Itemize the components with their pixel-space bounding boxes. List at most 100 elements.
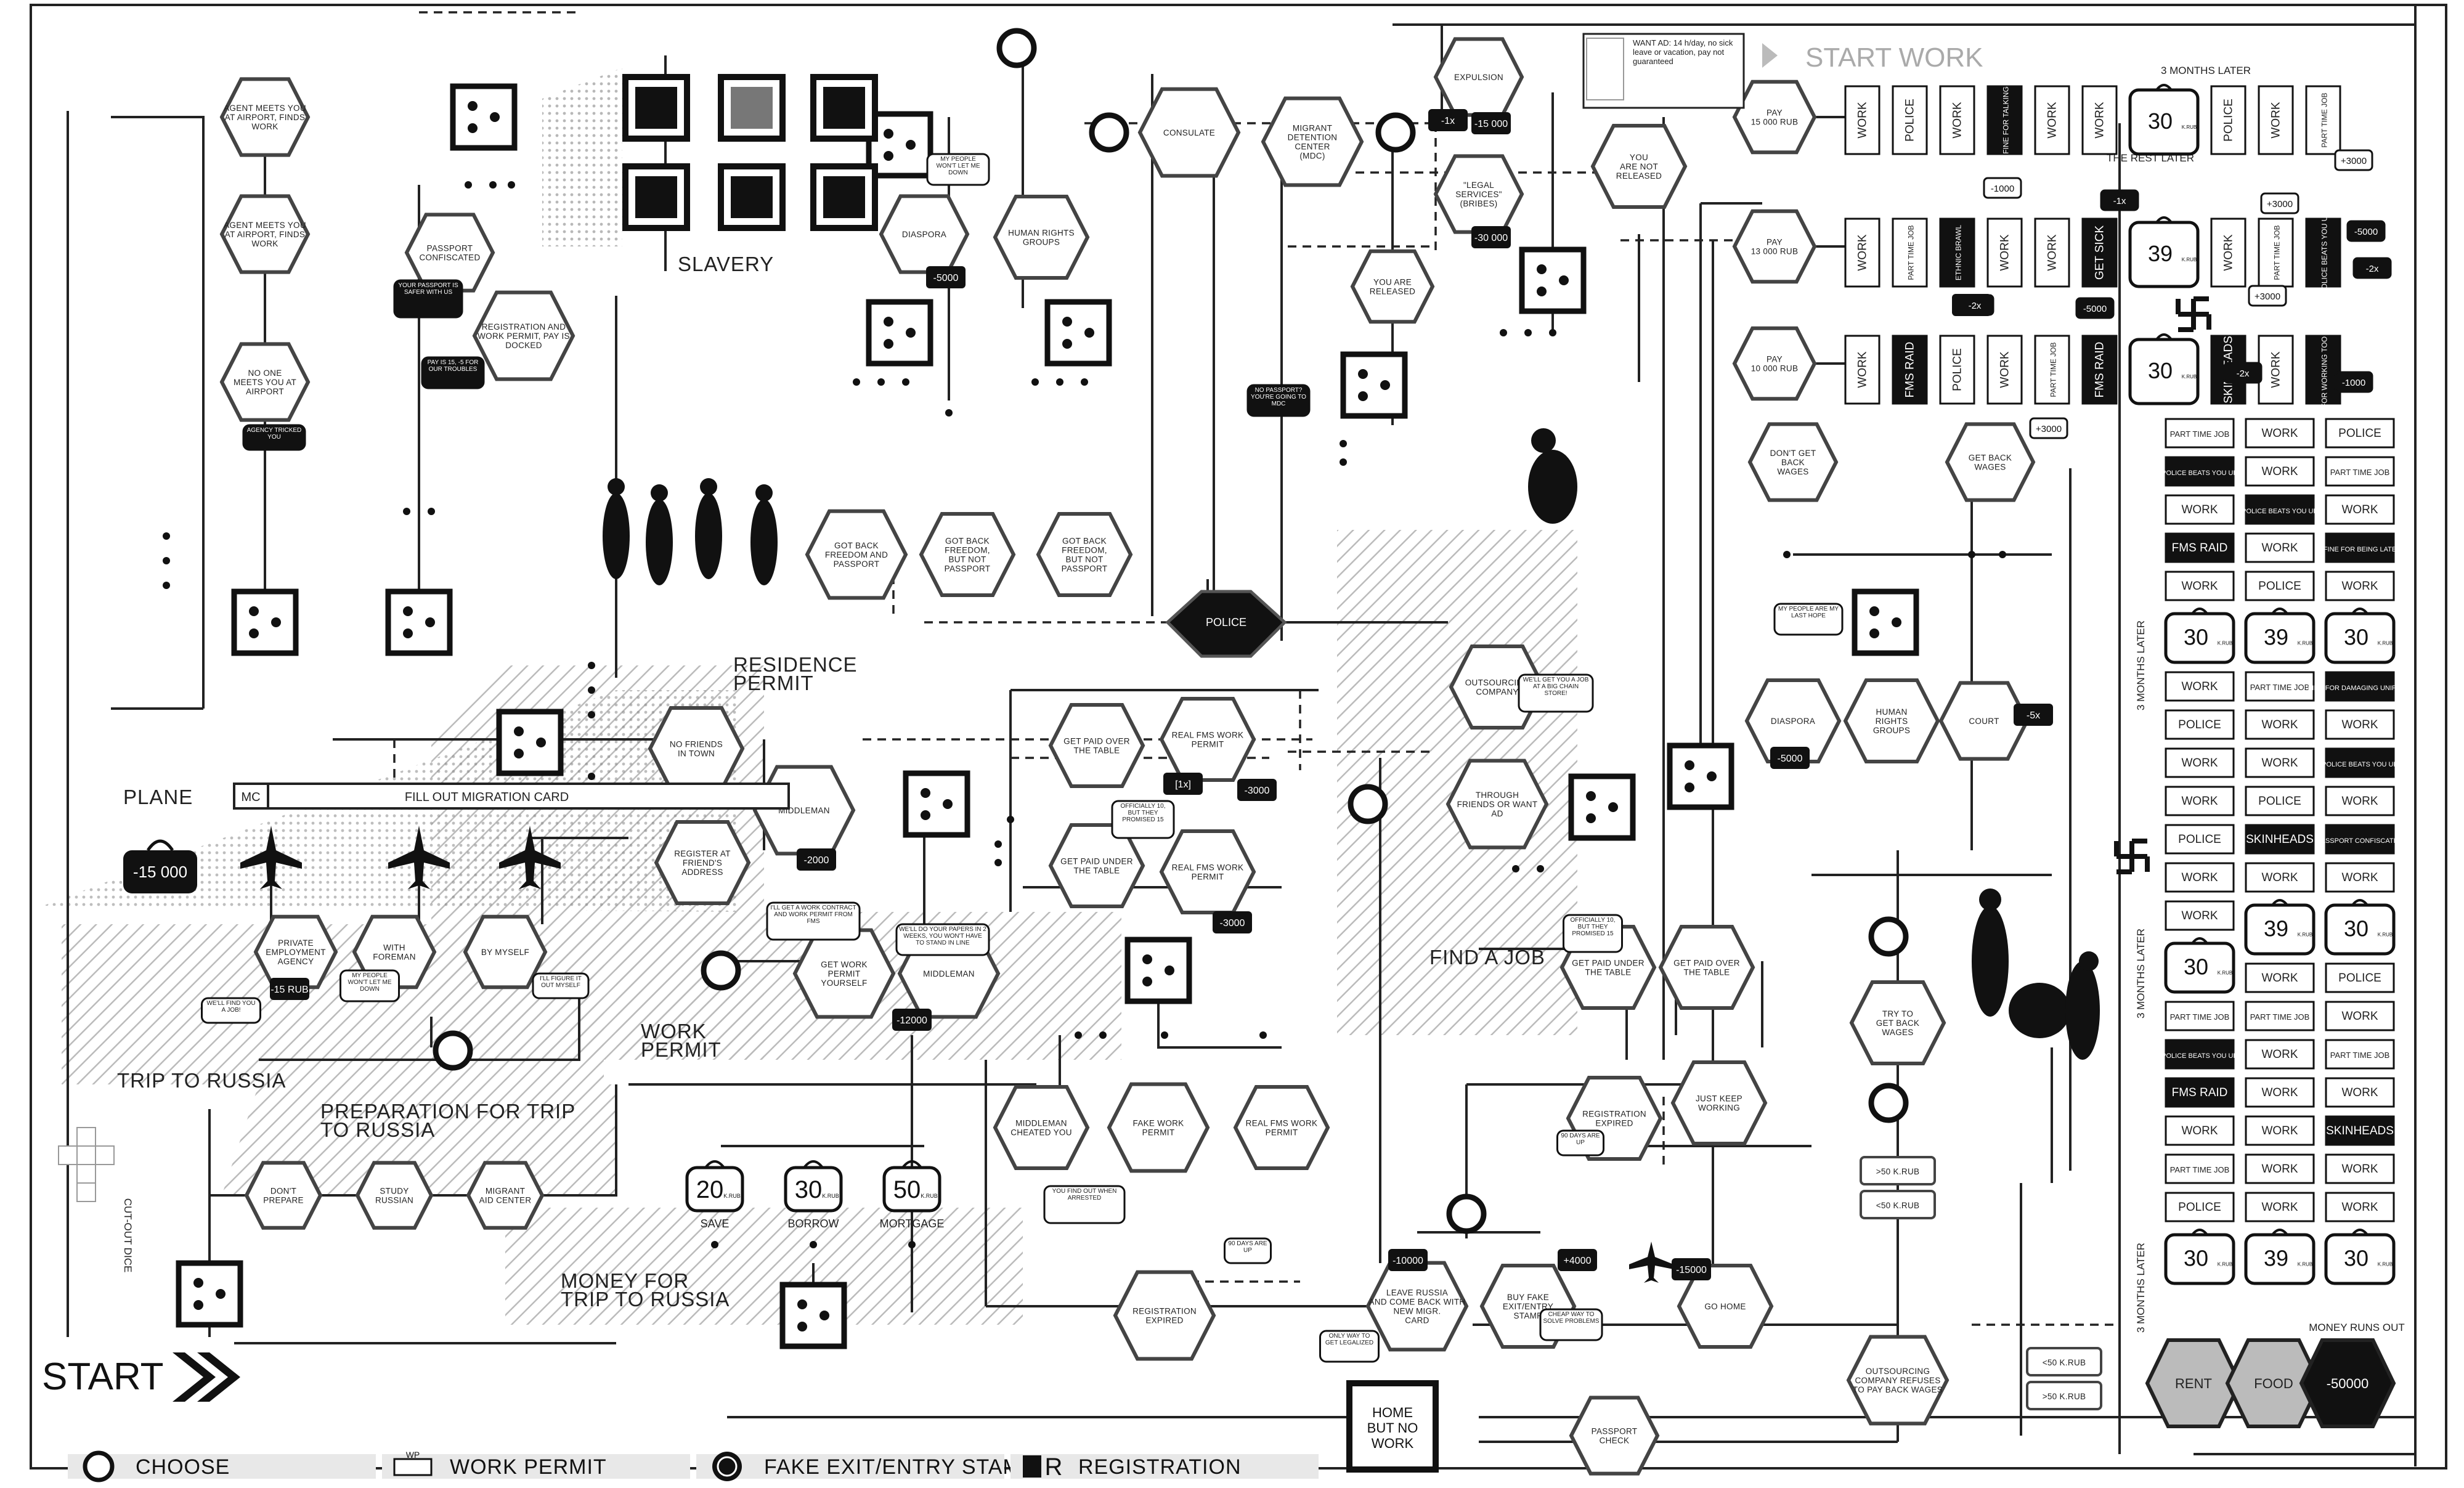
track-cell[interactable]: POLICE BEATS YOU UP	[2306, 211, 2340, 295]
track-cell[interactable]: POLICE	[2326, 419, 2394, 447]
track-cell[interactable]: POLICE	[1940, 336, 1974, 404]
track-cell[interactable]: WORK	[1988, 219, 2022, 287]
node-passport-conf[interactable]: PASSPORTCONFISCATED	[407, 214, 493, 290]
track-cell[interactable]: WORK	[2259, 336, 2293, 404]
track-cell[interactable]: WORK	[2246, 1116, 2314, 1145]
node-consulate[interactable]: CONSULATE	[1140, 89, 1238, 176]
track-cell[interactable]: WORK	[2166, 863, 2234, 892]
node-gt50b[interactable]: >50 K.RUB	[2027, 1382, 2101, 1409]
track-cell[interactable]: PART TIME JOB	[1893, 219, 1927, 287]
track-cell[interactable]: WORK	[2326, 1155, 2394, 1183]
start-marker[interactable]: START	[37, 1337, 240, 1417]
node-lt50b[interactable]: <50 K.RUB	[2027, 1348, 2101, 1375]
dice-icon[interactable]	[453, 86, 514, 148]
node-hr-groups-mid[interactable]: HUMANRIGHTSGROUPS	[1845, 680, 1938, 762]
track-cell[interactable]: FINE FOR DAMAGING UNIFORM	[2308, 672, 2412, 701]
track-cell[interactable]: POLICE	[2166, 1193, 2234, 1221]
node-leave-russia[interactable]: LEAVE RUSSIAAND COME BACK WITHNEW MIGR.C…	[1368, 1263, 1466, 1350]
dice-icon[interactable]	[499, 712, 561, 773]
track-cell[interactable]: WORK	[2166, 749, 2234, 777]
dice-icon[interactable]	[1128, 940, 1189, 1001]
dice-icon[interactable]	[906, 773, 967, 835]
track-cell[interactable]: WORK	[1845, 219, 1879, 287]
home-no-work[interactable]: HOME BUT NO WORK	[1346, 1380, 1439, 1473]
wallet-cell[interactable]: 30K.RUB	[2166, 609, 2234, 662]
track-cell[interactable]: WORK	[2166, 901, 2234, 930]
track-cell[interactable]: WORK	[2246, 749, 2314, 777]
wallet-cell[interactable]: 30K.RUB	[2326, 609, 2394, 662]
choose-circle-icon[interactable]	[436, 1033, 470, 1068]
track-cell[interactable]: POLICE BEATS YOU UP	[2322, 749, 2398, 777]
node-aid-center[interactable]: MIGRANTAID CENTER	[468, 1163, 542, 1228]
track-cell[interactable]: PART TIME JOB	[2259, 219, 2293, 287]
choose-circle-icon[interactable]	[999, 31, 1034, 65]
track-cell[interactable]: PART TIME JOB	[2166, 1155, 2234, 1183]
track-cell[interactable]: WORK	[2326, 710, 2394, 739]
track-cell[interactable]: WORK	[2166, 672, 2234, 701]
track-cell[interactable]: WORK	[2246, 964, 2314, 992]
dice-icon[interactable]	[1343, 354, 1405, 416]
wallet-cell[interactable]: 39K.RUB	[2246, 609, 2314, 662]
track-cell[interactable]: WORK	[2326, 787, 2394, 815]
track-cell[interactable]: WORK	[2166, 1116, 2234, 1145]
choose-circle-icon[interactable]	[1378, 115, 1413, 150]
track-cell[interactable]: SKINHEADS	[2326, 1116, 2394, 1145]
node-middleman1[interactable]: MIDDLEMAN	[755, 767, 853, 854]
track-cell[interactable]: FINE FOR WORKING TOO SLOW	[2306, 312, 2340, 427]
track-cell[interactable]: FMS RAID	[1893, 336, 1927, 404]
track-cell[interactable]: PART TIME JOB	[2326, 1040, 2394, 1068]
wallet-cell[interactable]: 39K.RUB	[2246, 900, 2314, 954]
choose-circle-icon[interactable]	[1092, 115, 1126, 150]
track-cell[interactable]: WORK	[2035, 219, 2069, 287]
track-cell[interactable]: WORK	[2259, 86, 2293, 154]
dice-icon[interactable]	[388, 592, 450, 653]
node-gt50[interactable]: >50 K.RUB	[1861, 1157, 1935, 1184]
choose-circle-icon[interactable]	[1871, 1086, 1906, 1120]
track-cell[interactable]: POLICE	[1893, 86, 1927, 154]
track-cell[interactable]: FMS RAID	[2083, 336, 2116, 404]
track-cell[interactable]: FINE FOR BEING LATE	[2324, 534, 2396, 562]
node-private-agency[interactable]: PRIVATEEMPLOYMENTAGENCY	[256, 917, 336, 987]
node-real-fms1[interactable]: REAL FMS WORKPERMIT	[1161, 699, 1254, 780]
track-cell[interactable]: WORK	[1988, 336, 2022, 404]
track-cell[interactable]: WORK	[2246, 534, 2314, 562]
track-cell[interactable]: WORK	[2166, 787, 2234, 815]
track-cell[interactable]: WORK	[2035, 86, 2069, 154]
track-cell[interactable]: WORK	[2326, 1078, 2394, 1107]
track-cell[interactable]: WORK	[2166, 572, 2234, 600]
track-cell[interactable]: WORK	[2211, 219, 2245, 287]
track-cell[interactable]: PART TIME JOB	[2326, 457, 2394, 486]
track-cell[interactable]: WORK	[2246, 419, 2314, 447]
node-lt50[interactable]: <50 K.RUB	[1861, 1191, 1935, 1218]
dice-icon[interactable]	[1855, 592, 1916, 653]
track-cell[interactable]: POLICE BEATS YOU UP	[2242, 495, 2318, 524]
node-expulsion[interactable]: EXPULSION	[1436, 39, 1522, 115]
dice-icon[interactable]	[1571, 776, 1633, 838]
track-cell[interactable]: PART TIME JOB	[2306, 86, 2340, 154]
track-cell[interactable]: WORK	[1940, 86, 1974, 154]
track-cell[interactable]: POLICE	[2166, 710, 2234, 739]
track-cell[interactable]: WORK	[2326, 1002, 2394, 1030]
node-reg-expired1[interactable]: REGISTRATIONEXPIRED	[1115, 1272, 1214, 1359]
track-cell[interactable]: WORK	[2246, 457, 2314, 486]
savings-jar-mortgage[interactable]: 50K.RUBMORTGAGE	[880, 1161, 945, 1230]
track-cell[interactable]: POLICE	[2246, 787, 2314, 815]
track-cell[interactable]: WORK	[2246, 1078, 2314, 1107]
